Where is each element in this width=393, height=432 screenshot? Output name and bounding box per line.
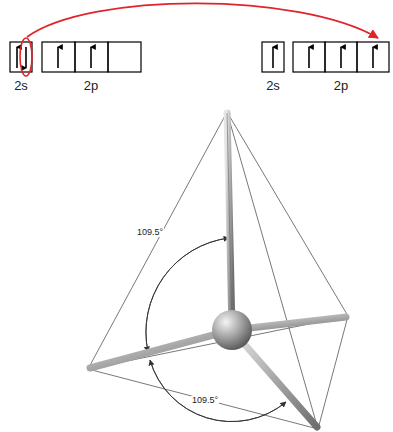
- orbital-boxes: [10, 42, 389, 72]
- orbital-label: 2p: [84, 79, 98, 92]
- orbital-label: 2p: [334, 79, 348, 92]
- angle-arcs: [146, 238, 286, 422]
- tetrahedron-outline: [88, 112, 348, 429]
- bond-rods: [90, 113, 346, 427]
- electron-arrows: [17, 47, 373, 68]
- angle-label: 109.5°: [136, 228, 164, 237]
- orbital-label: 2s: [266, 79, 280, 92]
- central-atom: [212, 310, 252, 350]
- orbital-label: 2s: [14, 79, 28, 92]
- rod-edges: [227, 113, 232, 330]
- highlight-ellipse: [20, 38, 32, 76]
- promotion-arrow: [27, 3, 378, 38]
- angle-label: 109.5°: [191, 396, 219, 405]
